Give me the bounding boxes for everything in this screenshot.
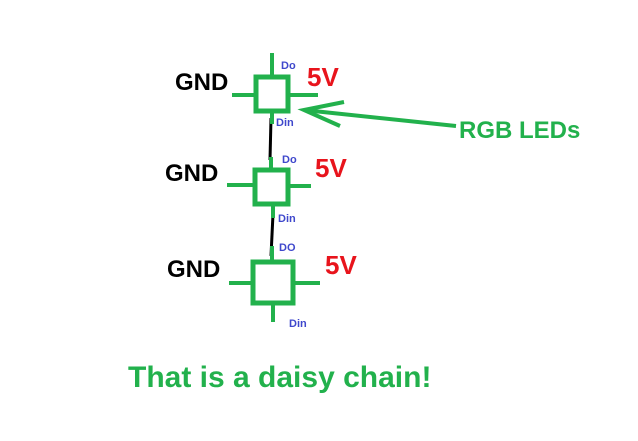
led-1-din-label: Din <box>276 117 294 129</box>
led-3-body <box>250 259 296 306</box>
led-1-do-label: Do <box>281 60 296 72</box>
led-2-gnd-label: GND <box>165 160 218 187</box>
led-3-din-label: Din <box>289 318 307 330</box>
led-2-5v-label: 5V <box>315 153 347 183</box>
led-2-body <box>252 167 291 207</box>
led-3-gnd-label: GND <box>167 256 220 283</box>
rgb-led-1 <box>232 53 318 124</box>
callout-label: RGB LEDs <box>459 117 580 144</box>
rgb-led-2 <box>227 157 311 218</box>
rgb-led-3 <box>229 246 320 322</box>
led-2-do-label: Do <box>282 154 297 166</box>
callout-arrow-shaft <box>303 108 457 128</box>
led-2-din-label: Din <box>278 213 296 225</box>
chain-wire-1-2 <box>268 117 273 161</box>
led-3-5v-label: 5V <box>325 250 357 280</box>
diagram-caption: That is a daisy chain! <box>128 361 431 394</box>
led-1-body <box>253 74 291 114</box>
callout-arrow-head <box>297 100 345 128</box>
led-1-5v-label: 5V <box>307 62 339 92</box>
led-3-do-label: DO <box>279 242 296 254</box>
led-1-gnd-label: GND <box>175 69 228 96</box>
callout-arrow <box>297 100 457 128</box>
